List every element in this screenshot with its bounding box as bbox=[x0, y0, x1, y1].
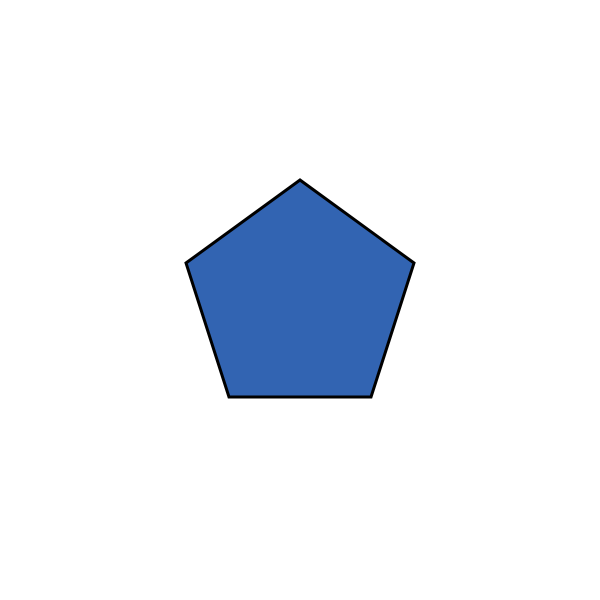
pentagon-shape bbox=[184, 178, 416, 399]
